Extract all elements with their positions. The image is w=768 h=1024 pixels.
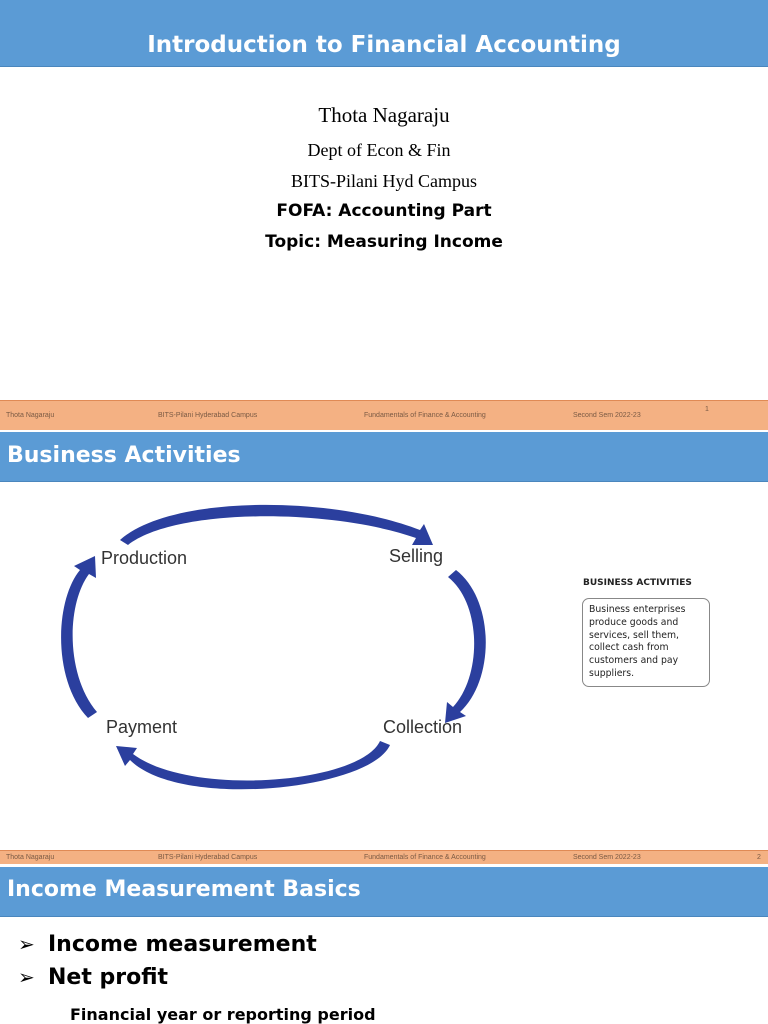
slide-title: Income Measurement Basics	[0, 867, 768, 917]
slide-title: Business Activities	[0, 432, 768, 482]
slide-title-text: Income Measurement Basics	[7, 877, 361, 902]
arrow-bullet-icon: ➢	[18, 932, 35, 956]
footer-institution: BITS-Pilani Hyderabad Campus	[158, 854, 258, 861]
author-name: Thota Nagaraju	[318, 103, 450, 127]
sidebar-description: Business enterprises produce goods and s…	[589, 604, 686, 679]
bullet-text: Net profit	[48, 965, 169, 990]
footer-semester: Second Sem 2022-23	[573, 412, 641, 419]
slide-title: Introduction to Financial Accounting	[0, 0, 768, 67]
footer-page-number: 1	[705, 406, 709, 413]
sidebar-heading: BUSINESS ACTIVITIES	[583, 578, 692, 588]
sidebar-description-box: Business enterprises produce goods and s…	[582, 598, 710, 687]
footer-author: Thota Nagaraju	[6, 412, 55, 419]
slide-footer: Thota Nagaraju BITS-Pilani Hyderabad Cam…	[0, 400, 768, 430]
cycle-label-collection: Collection	[383, 717, 463, 737]
footer-semester: Second Sem 2022-23	[573, 854, 641, 861]
course-name: FOFA: Accounting Part	[276, 201, 492, 221]
bullet-item: ➢ Net profit	[18, 965, 168, 990]
slide-title-text: Business Activities	[7, 443, 241, 468]
footer-course: Fundamentals of Finance & Accounting	[364, 854, 486, 861]
arrow-bullet-icon: ➢	[18, 965, 35, 989]
slide-3: Thota Nagaraju BITS-Pilani Hyderabad Cam…	[0, 850, 768, 1024]
campus: BITS-Pilani Hyd Campus	[290, 171, 477, 191]
bullet-text: Income measurement	[48, 932, 317, 957]
footer-course: Fundamentals of Finance & Accounting	[364, 412, 486, 419]
slide-footer: Thota Nagaraju BITS-Pilani Hyderabad Cam…	[0, 850, 768, 864]
cycle-label-selling: Selling	[389, 546, 444, 566]
sub-item: Financial year or reporting period	[70, 1005, 376, 1024]
cycle-label-production: Production	[101, 548, 188, 568]
footer-page-number: 2	[757, 854, 761, 861]
bullet-item: ➢ Income measurement	[18, 932, 317, 957]
slide-1: Introduction to Financial Accounting Tho…	[0, 0, 768, 432]
footer-institution: BITS-Pilani Hyderabad Campus	[158, 412, 258, 419]
topic: Topic: Measuring Income	[265, 232, 503, 252]
cycle-label-payment: Payment	[106, 717, 178, 737]
department: Dept of Econ & Fin	[307, 140, 451, 160]
footer-author: Thota Nagaraju	[6, 854, 55, 861]
